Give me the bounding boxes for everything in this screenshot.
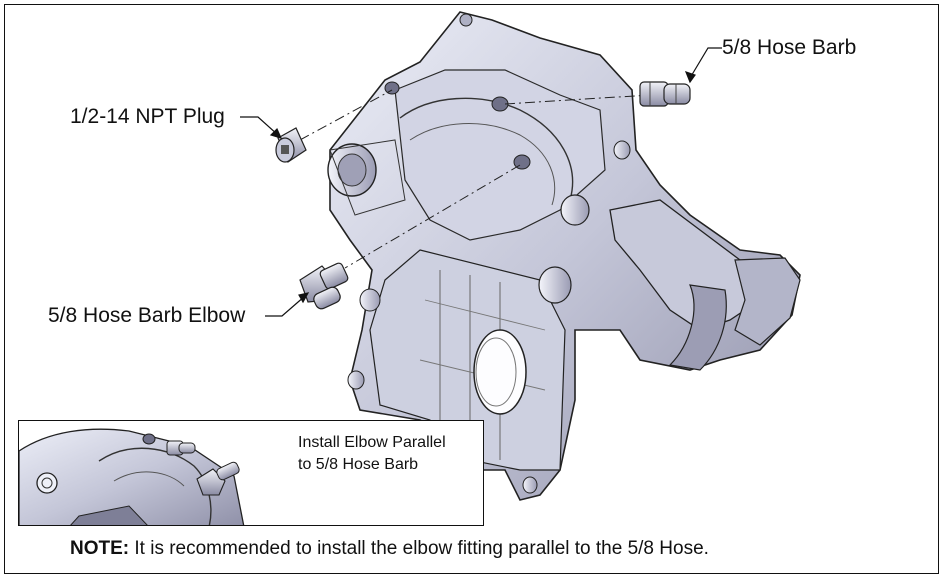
inset-detail-view	[18, 420, 484, 526]
callout-hose-barb-elbow: 5/8 Hose Barb Elbow	[48, 304, 246, 327]
npt-plug-fitting	[275, 127, 307, 163]
front-cover-housing	[327, 11, 801, 501]
hose-barb-fitting	[639, 81, 691, 107]
assembly-axis-lines	[299, 89, 651, 269]
diagram-frame	[4, 4, 939, 574]
note-text: NOTE: It is recommended to install the e…	[70, 538, 709, 560]
callout-hose-barb: 5/8 Hose Barb	[722, 36, 857, 59]
hose-barb-elbow-fitting	[299, 262, 349, 310]
note-body: It is recommended to install the elbow f…	[129, 538, 709, 559]
inset-instruction: Install Elbow Parallel to 5/8 Hose Barb	[298, 432, 446, 476]
inset-illustration	[19, 428, 245, 525]
callout-npt-plug: 1/2-14 NPT Plug	[70, 105, 225, 128]
inset-instruction-line-2: to 5/8 Hose Barb	[298, 456, 419, 473]
note-label: NOTE:	[70, 538, 130, 559]
inset-instruction-line-1: Install Elbow Parallel	[298, 434, 446, 451]
